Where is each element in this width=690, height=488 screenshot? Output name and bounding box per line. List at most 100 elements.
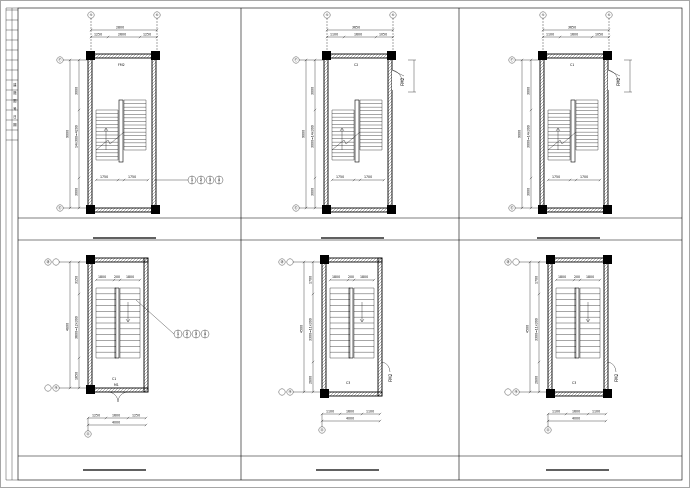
wall-hatch (387, 112, 393, 118)
wall-hatch (387, 61, 393, 67)
wall-hatch (151, 172, 157, 178)
axis-label: ⑤ (90, 13, 93, 17)
wall-hatch (547, 355, 553, 361)
wall-hatch (323, 139, 329, 145)
wall-hatch (87, 298, 93, 304)
wall-hatch (87, 274, 93, 280)
wall-hatch (349, 207, 355, 213)
wall-hatch (128, 53, 134, 59)
dimension-tick (77, 356, 81, 360)
wall-hatch (151, 85, 157, 91)
dimension-tick (77, 176, 81, 180)
dimension-tick (391, 35, 395, 39)
wall-hatch (321, 283, 327, 289)
wall-hatch (547, 274, 553, 280)
wall-hatch (321, 379, 327, 385)
wall-hatch (603, 124, 609, 130)
wall-hatch (87, 70, 93, 76)
dimension-text: 3650 (568, 26, 576, 30)
wall-hatch (323, 100, 329, 106)
wall-hatch (603, 73, 609, 79)
wall-hatch (387, 145, 393, 151)
door-label: FM2 (400, 77, 405, 86)
wall-hatch (87, 283, 93, 289)
wall-hatch (547, 352, 553, 358)
wall-hatch (582, 257, 588, 263)
wall-hatch (547, 364, 553, 370)
wall-hatch (603, 148, 609, 154)
wall-hatch (359, 257, 365, 263)
structural-column (322, 205, 331, 214)
wall-hatch (137, 387, 143, 393)
wall-hatch (323, 61, 329, 67)
wall-hatch (323, 163, 329, 169)
wall-hatch (323, 76, 329, 82)
wall-hatch (579, 391, 585, 397)
door-label: FM2 (388, 373, 393, 382)
wall-hatch (547, 207, 553, 213)
wall-hatch (87, 67, 93, 73)
wall-hatch (539, 199, 545, 205)
dimension-text: 200 (114, 275, 120, 279)
wall-hatch (377, 373, 383, 379)
wall-hatch (387, 166, 393, 172)
wall-hatch (571, 53, 577, 59)
wall-hatch (140, 207, 146, 213)
wall-hatch (377, 325, 383, 331)
wall-hatch (603, 307, 609, 313)
wall-hatch (361, 53, 367, 59)
wall-hatch (87, 118, 93, 124)
wall-hatch (143, 274, 149, 280)
wall-hatch (321, 298, 327, 304)
wall-hatch (539, 160, 545, 166)
dimension-tick (138, 35, 142, 39)
stair-break-line (95, 131, 125, 151)
structural-column (603, 205, 612, 214)
wall-hatch (151, 73, 157, 79)
wall-hatch (134, 207, 140, 213)
wall-hatch (547, 292, 553, 298)
wall-hatch (87, 181, 93, 187)
strip-label: 期 (13, 122, 16, 127)
structural-column (86, 385, 95, 394)
wall-hatch (387, 109, 393, 115)
wall-hatch (323, 187, 329, 193)
wall-hatch (387, 121, 393, 127)
wall-hatch (98, 53, 104, 59)
wall-hatch (377, 322, 383, 328)
wall-hatch (603, 319, 609, 325)
dimension-tick (352, 278, 356, 282)
structural-column (538, 205, 547, 214)
wall-hatch (151, 109, 157, 115)
axis-label: ⑲ (288, 389, 292, 394)
wall-hatch (143, 280, 149, 286)
dimension-text: 1800 (126, 275, 134, 279)
callout-label: 1 (177, 332, 179, 336)
wall-hatch (116, 387, 122, 393)
wall-hatch (87, 193, 93, 199)
wall-hatch (387, 115, 393, 121)
dimension-text: 9000 (66, 130, 70, 138)
room-code: C3 (346, 381, 350, 385)
wall-hatch (547, 376, 553, 382)
wall-hatch (151, 133, 157, 139)
wall-hatch (547, 337, 553, 343)
wall-hatch (87, 127, 93, 133)
wall-hatch (603, 358, 609, 364)
wall-hatch (576, 257, 582, 263)
wall-hatch (603, 280, 609, 286)
wall-hatch (321, 280, 327, 286)
wall-hatch (603, 67, 609, 73)
wall-hatch (387, 169, 393, 175)
wall-hatch (603, 382, 609, 388)
dimension-tick (604, 419, 608, 423)
wall-hatch (539, 139, 545, 145)
wall-hatch (323, 88, 329, 94)
wall-hatch (603, 265, 609, 271)
wall-hatch (603, 91, 609, 97)
wall-hatch (603, 370, 609, 376)
wall-hatch (547, 271, 553, 277)
wall-hatch (151, 148, 157, 154)
wall-hatch (573, 391, 579, 397)
